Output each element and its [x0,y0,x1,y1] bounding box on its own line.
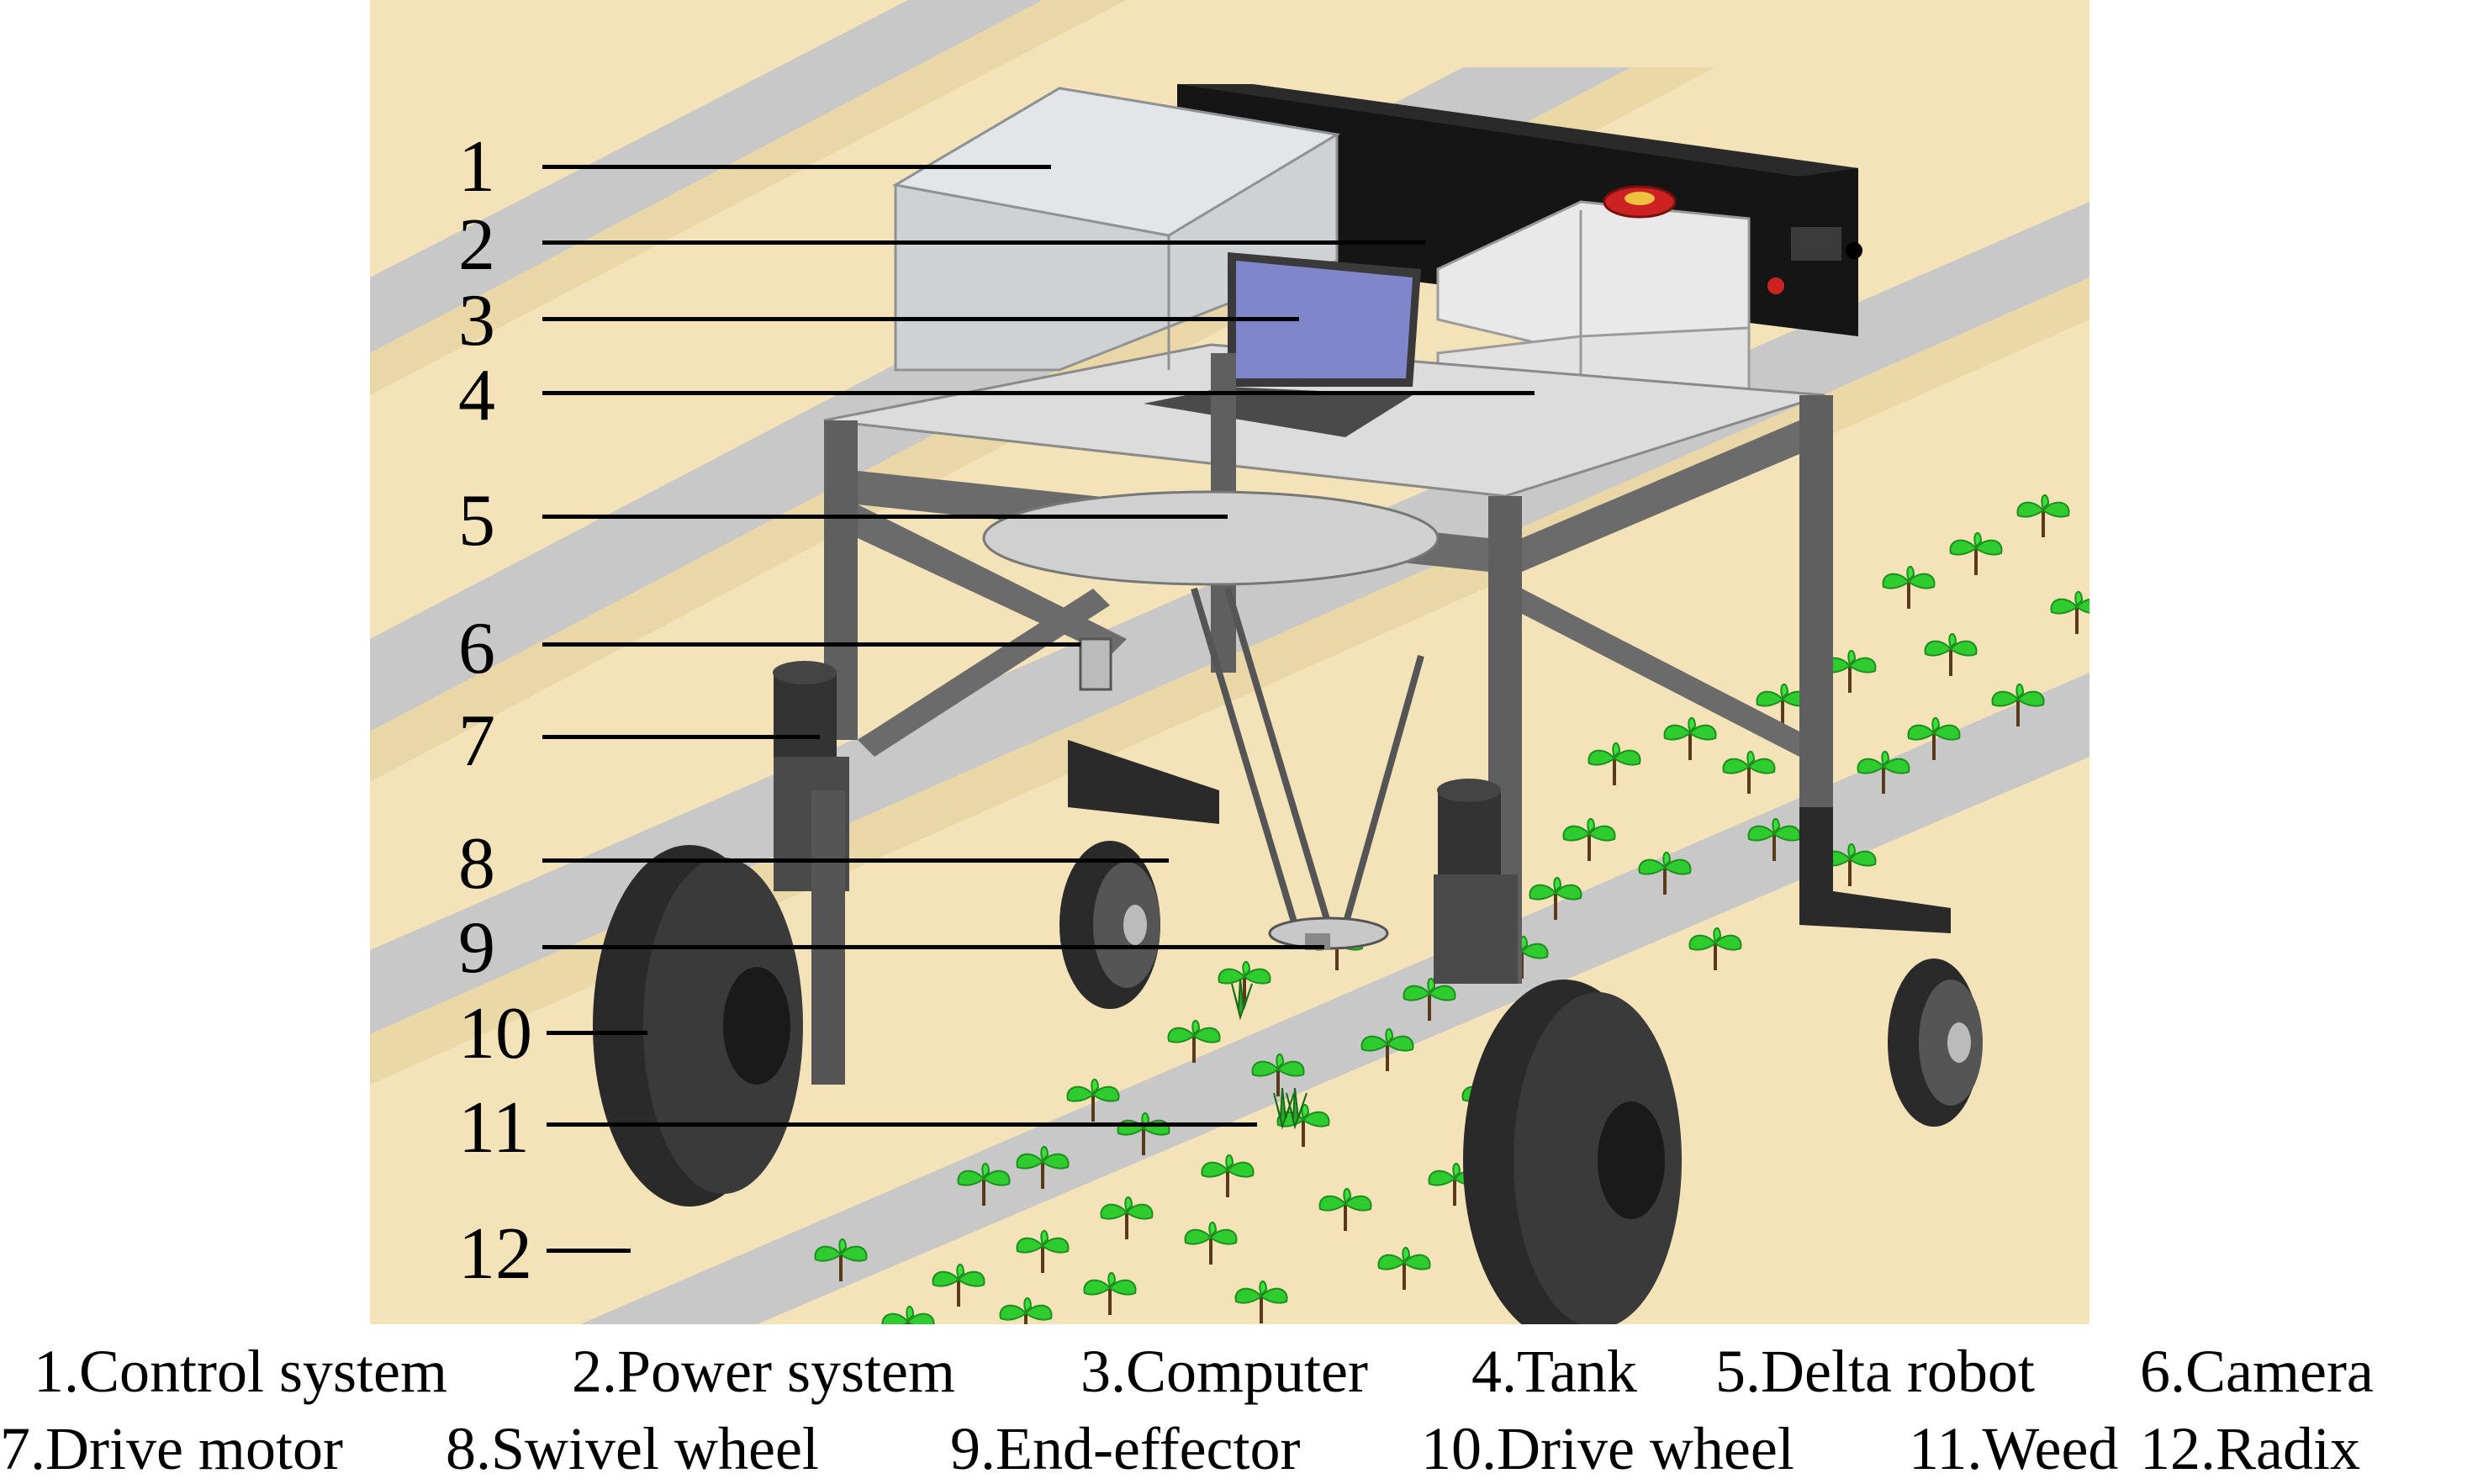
leader-line-11 [547,1122,1257,1127]
label-9: 9 [458,907,495,989]
label-5: 5 [458,480,495,562]
legend-item-3: 3.Computer [1080,1338,1368,1405]
leader-line-4 [542,391,1535,395]
legend-item-1: 1.Control system [34,1338,448,1405]
label-6: 6 [458,608,495,689]
leader-line-6 [542,642,1080,647]
swivel-wheel-rear [1888,959,1983,1127]
label-1: 1 [458,126,495,208]
leader-line-1 [542,165,1051,169]
legend-item-10: 10.Drive wheel [1421,1415,1794,1482]
robot-illustration [370,0,2089,1324]
drive-wheel-left [593,790,845,1207]
robot-frame [773,84,1951,984]
leader-line-8 [542,858,1169,863]
label-4: 4 [458,355,495,436]
legend-item-4: 4.Tank [1471,1338,1637,1405]
label-2: 2 [458,204,495,286]
legend-item-2: 2.Power system [572,1338,955,1405]
legend-item-7: 7.Drive motor [0,1415,343,1482]
leader-line-10 [547,1031,647,1035]
legend-item-6: 6.Camera [2140,1338,2374,1405]
label-8: 8 [458,823,495,905]
legend-item-5: 5.Delta robot [1715,1338,2035,1405]
drive-wheel-right [1463,980,1682,1324]
leader-line-12 [547,1249,631,1253]
leader-line-9 [542,945,1324,949]
leader-line-7 [542,735,820,739]
legend-item-8: 8.Swivel wheel [446,1415,819,1482]
label-10: 10 [458,993,532,1075]
legend-item-11: 11.Weed [1909,1415,2119,1482]
label-11: 11 [458,1087,530,1169]
swivel-wheel-front [1059,841,1160,1009]
label-3: 3 [458,280,495,362]
leader-line-5 [542,515,1228,519]
label-7: 7 [458,700,495,782]
legend-item-12: 12.Radix [2140,1415,2360,1482]
label-12: 12 [458,1213,532,1295]
legend-item-9: 9.End-effector [950,1415,1301,1482]
leader-line-3 [542,317,1299,321]
leader-line-2 [542,240,1425,245]
